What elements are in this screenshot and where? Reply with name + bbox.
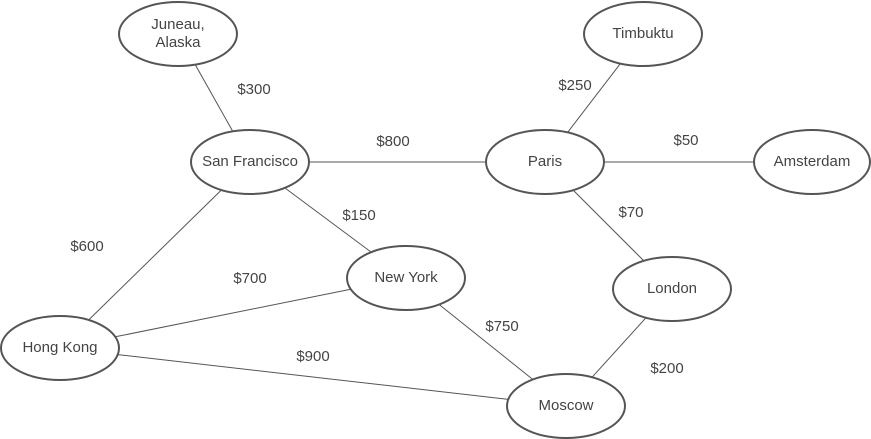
node-timbuktu: Timbuktu xyxy=(583,1,703,67)
edge-label-sf-newyork: $150 xyxy=(342,207,375,224)
node-amsterdam: Amsterdam xyxy=(753,129,871,195)
node-paris: Paris xyxy=(485,129,605,195)
edge-paris-london xyxy=(572,189,645,262)
node-moscow: Moscow xyxy=(506,373,626,439)
node-label-paris: Paris xyxy=(528,153,562,170)
node-shape-timbuktu xyxy=(583,1,703,67)
node-label-london: London xyxy=(647,280,697,297)
edge-hongkong-newyork xyxy=(115,288,351,338)
edges-layer: $300 $800 $250 $50 $150 $70 $600 $700 $750 $900 $2… xyxy=(70,63,754,400)
edge-sf-hongkong xyxy=(88,189,222,321)
node-label-juneau: Alaska xyxy=(155,34,201,51)
edge-label-paris-timbuktu: $250 xyxy=(558,77,591,94)
edge-label-newyork-moscow: $750 xyxy=(485,318,518,335)
node-sf: San Francisco xyxy=(190,129,310,195)
edge-label-paris-london: $70 xyxy=(618,204,643,221)
node-shape-sf xyxy=(190,129,310,195)
edge-label-juneau-sf: $300 xyxy=(237,81,270,98)
node-shape-paris xyxy=(485,129,605,195)
node-label-timbuktu: Timbuktu xyxy=(612,25,673,42)
node-shape-newyork xyxy=(346,245,466,311)
edge-label-hongkong-moscow: $900 xyxy=(296,348,329,365)
edge-london-moscow xyxy=(591,317,647,378)
edge-newyork-moscow xyxy=(438,304,534,380)
node-london: London xyxy=(612,256,732,322)
node-label-hongkong: Hong Kong xyxy=(22,339,97,356)
node-shape-hongkong xyxy=(0,315,120,381)
node-shape-moscow xyxy=(506,373,626,439)
node-hongkong: Hong Kong xyxy=(0,315,120,381)
edge-label-sf-hongkong: $600 xyxy=(70,238,103,255)
node-label-newyork: New York xyxy=(374,269,438,286)
edge-juneau-sf xyxy=(194,64,234,132)
edge-paris-timbuktu xyxy=(567,63,621,133)
node-shape-london xyxy=(612,256,732,322)
edge-label-paris-amsterdam: $50 xyxy=(673,132,698,149)
edge-label-london-moscow: $200 xyxy=(650,360,683,377)
node-label-sf: San Francisco xyxy=(202,153,298,170)
node-label-juneau: Juneau, xyxy=(151,16,204,33)
node-shape-amsterdam xyxy=(753,129,871,195)
node-juneau: Juneau,Alaska xyxy=(118,1,238,67)
edge-label-sf-paris: $800 xyxy=(376,133,409,150)
node-label-amsterdam: Amsterdam xyxy=(774,153,851,170)
node-newyork: New York xyxy=(346,245,466,311)
node-label-moscow: Moscow xyxy=(538,397,593,414)
node-shape-juneau xyxy=(118,1,238,67)
edge-sf-newyork xyxy=(284,187,372,253)
edge-hongkong-moscow xyxy=(117,354,509,400)
edge-label-hongkong-newyork: $700 xyxy=(233,270,266,287)
